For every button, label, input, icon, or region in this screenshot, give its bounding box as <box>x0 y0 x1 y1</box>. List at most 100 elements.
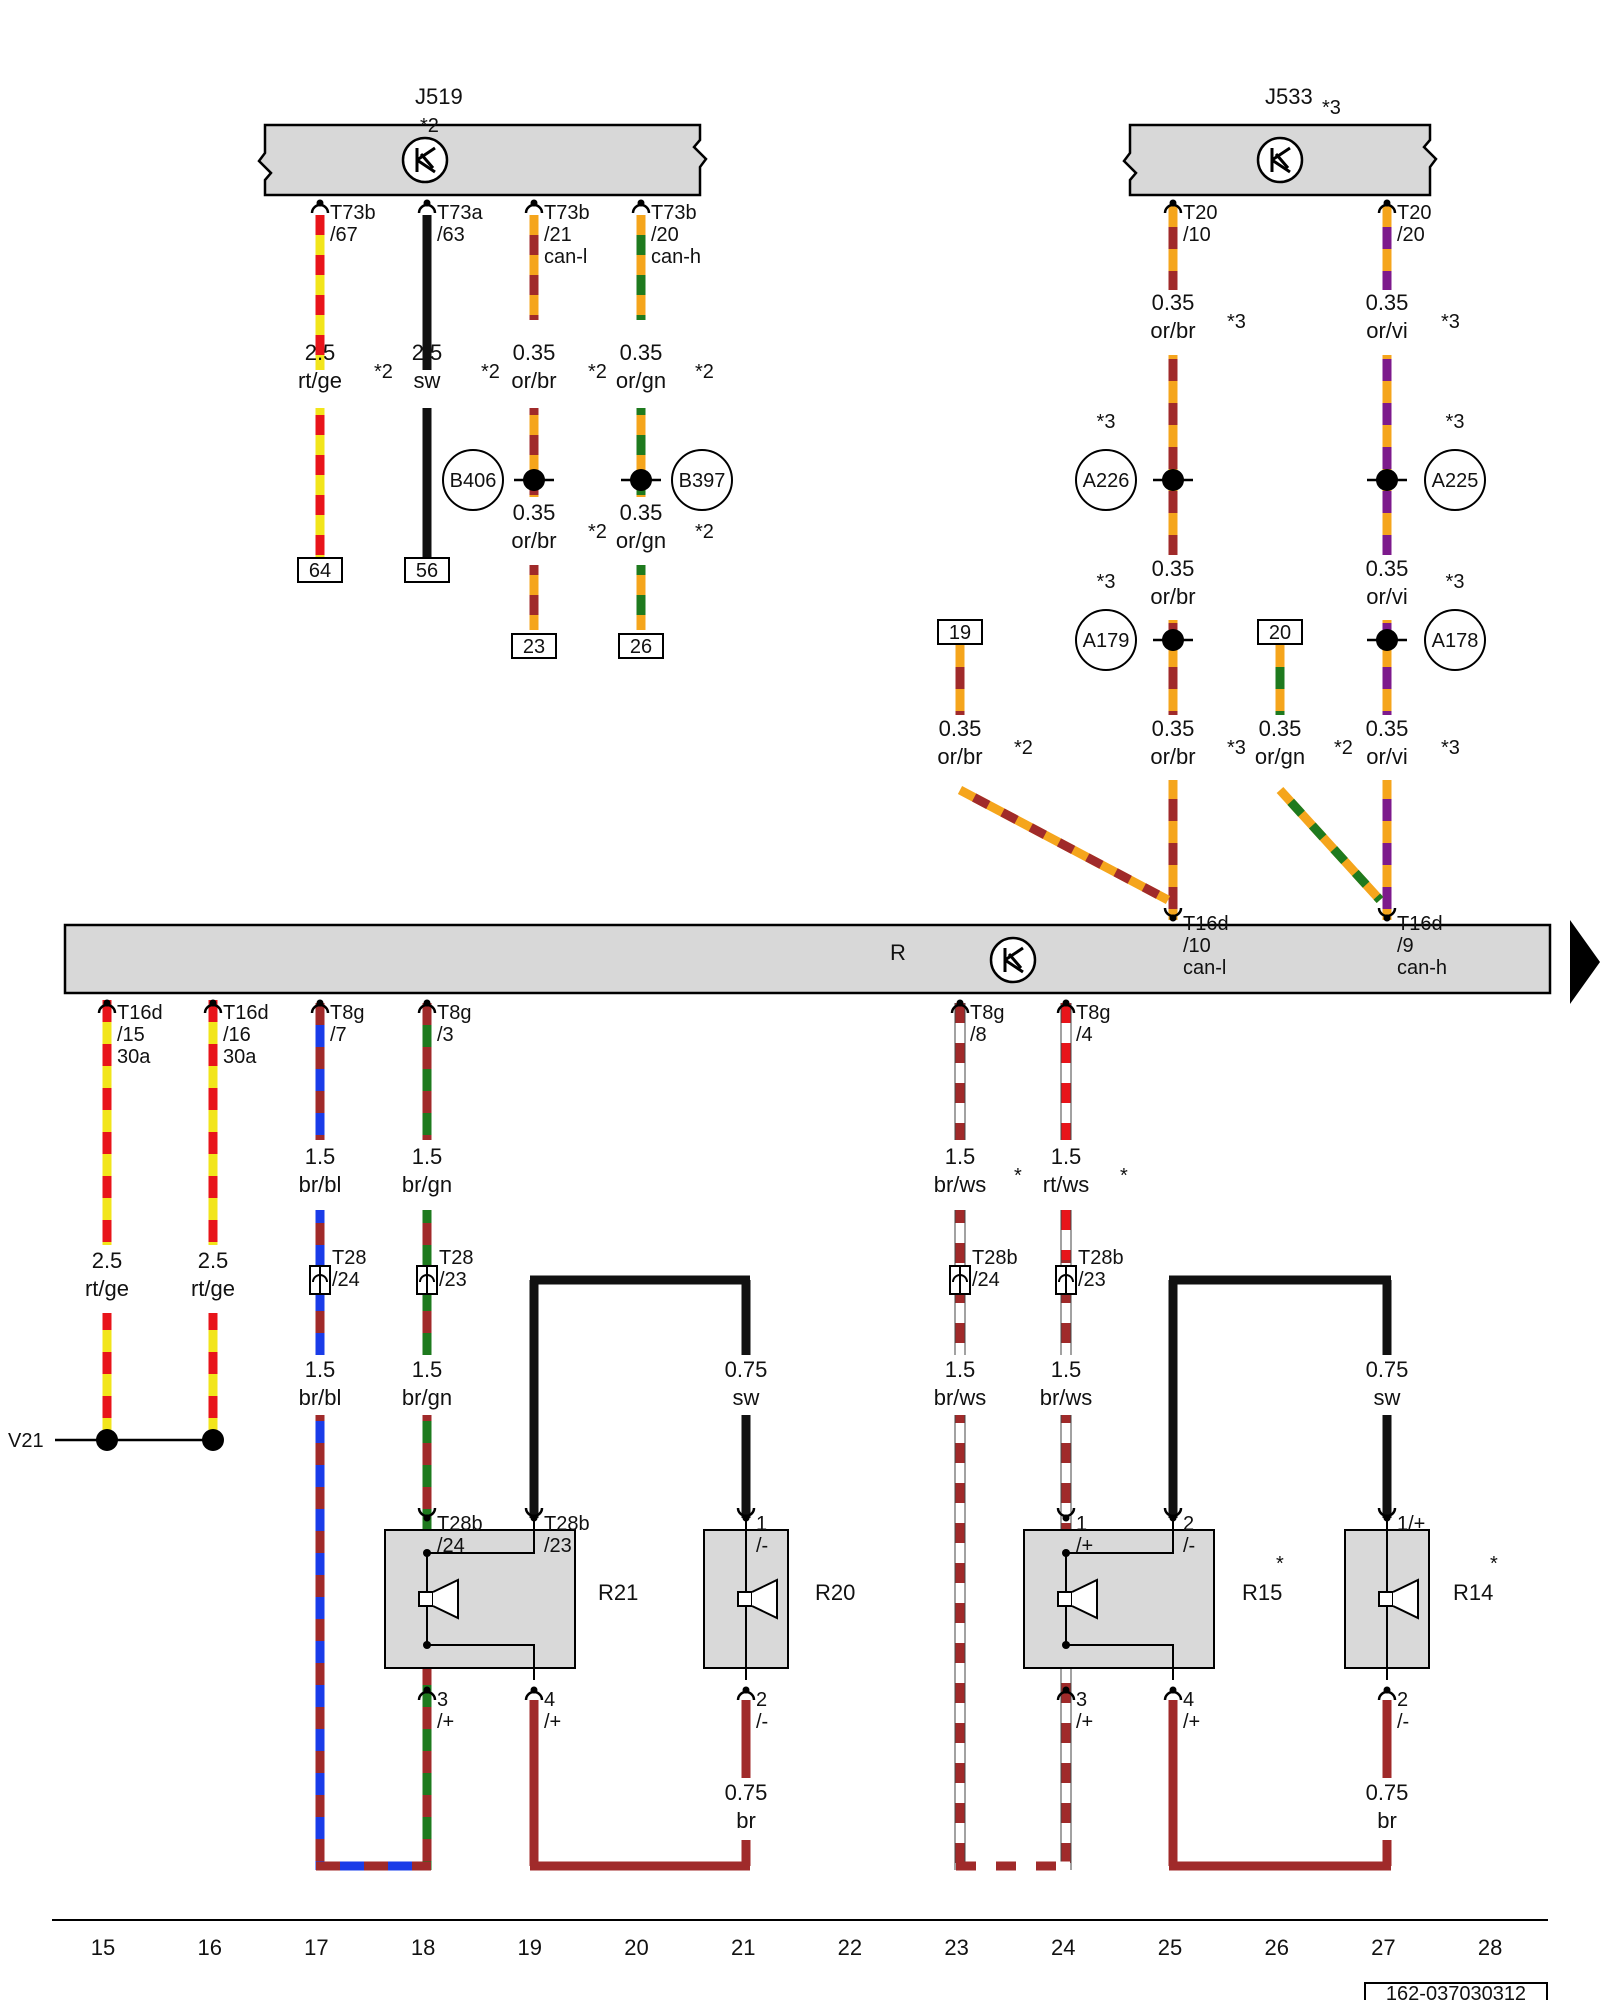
speaker-r15: R15* <box>1023 1518 1284 1680</box>
wire-size: 0.35 <box>1366 290 1409 315</box>
column-number: 22 <box>838 1935 862 1960</box>
speaker-name: R21 <box>598 1580 638 1605</box>
wire-color: or/br <box>511 368 556 393</box>
pin-r20-1: 1/+ <box>1056 1507 1093 1557</box>
pin-label: T8g <box>437 1002 471 1024</box>
wire-color: br <box>1377 1808 1397 1833</box>
speaker-r14: R14* <box>1344 1518 1498 1680</box>
connector-c24: T28b/23 <box>1055 1247 1124 1295</box>
speaker-name: R20 <box>815 1580 855 1605</box>
pin-label: T8g <box>1076 1002 1110 1024</box>
wire-size: 1.5 <box>305 1144 336 1169</box>
speaker-name: R14 <box>1453 1580 1493 1605</box>
pin-label: T28b <box>972 1247 1018 1269</box>
splice-note: *3 <box>1446 571 1465 593</box>
splice-sp2: B397 <box>621 449 733 511</box>
pin-label: T16d <box>117 1002 163 1024</box>
wire-ref19-diag <box>957 786 1171 904</box>
speaker-name: R15 <box>1242 1580 1282 1605</box>
wire-color: or/br <box>1150 318 1195 343</box>
wire-note: *3 <box>1227 737 1246 759</box>
wire-note: *3 <box>1227 311 1246 333</box>
wire-size: 2.5 <box>305 340 336 365</box>
pin-label: /10 <box>1183 224 1211 246</box>
pin-label: /+ <box>1076 1535 1093 1557</box>
wire-color: rt/ge <box>85 1276 129 1301</box>
wire-size: 0.35 <box>513 500 556 525</box>
column-number: 28 <box>1478 1935 1502 1960</box>
column-number: 15 <box>91 1935 115 1960</box>
wire-size: 0.75 <box>725 1780 768 1805</box>
wire-color: or/vi <box>1366 744 1408 769</box>
pin-label: /24 <box>332 1269 360 1291</box>
module-j533: J533*3 <box>1122 84 1438 197</box>
pin-label: T8g <box>330 1002 364 1024</box>
pin-label: /- <box>756 1711 768 1733</box>
pin-label: /3 <box>437 1024 454 1046</box>
diagram-id: 162-037030312 <box>1364 1982 1548 2000</box>
wire-size: 0.35 <box>1259 716 1302 741</box>
wire-label-w21: 1.5br/bl <box>299 1357 342 1410</box>
pin-label: /24 <box>972 1269 1000 1291</box>
splice-name: A178 <box>1432 630 1479 652</box>
column-number: 20 <box>624 1935 648 1960</box>
wire-color: or/br <box>511 528 556 553</box>
ref-box-ref3: 23 <box>511 633 557 659</box>
pin-label: 3 <box>437 1689 448 1711</box>
pin-j533-1: T20/10 <box>1163 199 1217 246</box>
speaker-r21: R21 <box>384 1518 638 1680</box>
ref-box-ref1: 64 <box>297 557 343 583</box>
splice-sp4: A225*3 <box>1367 411 1486 511</box>
wire-size: 0.75 <box>1366 1357 1409 1382</box>
wire-color: or/gn <box>1255 744 1305 769</box>
column-number: 19 <box>518 1935 542 1960</box>
pin-label: /+ <box>437 1711 454 1733</box>
pin-label: 1/+ <box>1397 1513 1425 1535</box>
pin-label: /63 <box>437 224 465 246</box>
ref-number: 56 <box>416 560 438 582</box>
column-number: 24 <box>1051 1935 1075 1960</box>
column-number: 27 <box>1371 1935 1395 1960</box>
column-number: 21 <box>731 1935 755 1960</box>
pin-r21-2: 2/- <box>736 1686 768 1733</box>
wire-label-w27: 0.75 br <box>725 1780 768 1833</box>
pin-j533-2: T20/20 <box>1377 199 1431 246</box>
wire-size: 0.35 <box>1152 716 1195 741</box>
splice-sp6: A178 *3 <box>1367 571 1486 671</box>
pin-label: 30a <box>117 1046 151 1068</box>
wire-note: *2 <box>1014 737 1033 759</box>
pin-label: T28b <box>437 1513 483 1535</box>
pin-label: 2 <box>1397 1689 1408 1711</box>
wire-size: 1.5 <box>412 1144 443 1169</box>
pin-label: 2 <box>756 1689 767 1711</box>
wire-label-w17: 1.5 br/bl <box>299 1144 342 1197</box>
wire-color: rt/ws <box>1043 1172 1089 1197</box>
wire-color: br/gn <box>402 1172 452 1197</box>
ref-number: 20 <box>1269 622 1291 644</box>
wire-label-w15: 2.5 rt/ge <box>85 1248 129 1301</box>
pin-label: /23 <box>1078 1269 1106 1291</box>
wire-size: 2.5 <box>92 1248 123 1273</box>
wire-color: br/bl <box>299 1172 342 1197</box>
pin-label: /7 <box>330 1024 347 1046</box>
wire-color: br <box>736 1808 756 1833</box>
pin-label: 2 <box>1183 1513 1194 1535</box>
module-j533-ground-icon <box>1256 136 1304 184</box>
pin-r15-3: 3/+ <box>1056 1686 1093 1733</box>
wire-color: or/br <box>937 744 982 769</box>
pin-label: /- <box>1183 1535 1195 1557</box>
ref-number: 19 <box>949 622 971 644</box>
wire-label-w19: 1.5br/ws* <box>934 1144 1022 1197</box>
module-r: R <box>63 920 1600 1004</box>
splice-note: *3 <box>1097 571 1116 593</box>
